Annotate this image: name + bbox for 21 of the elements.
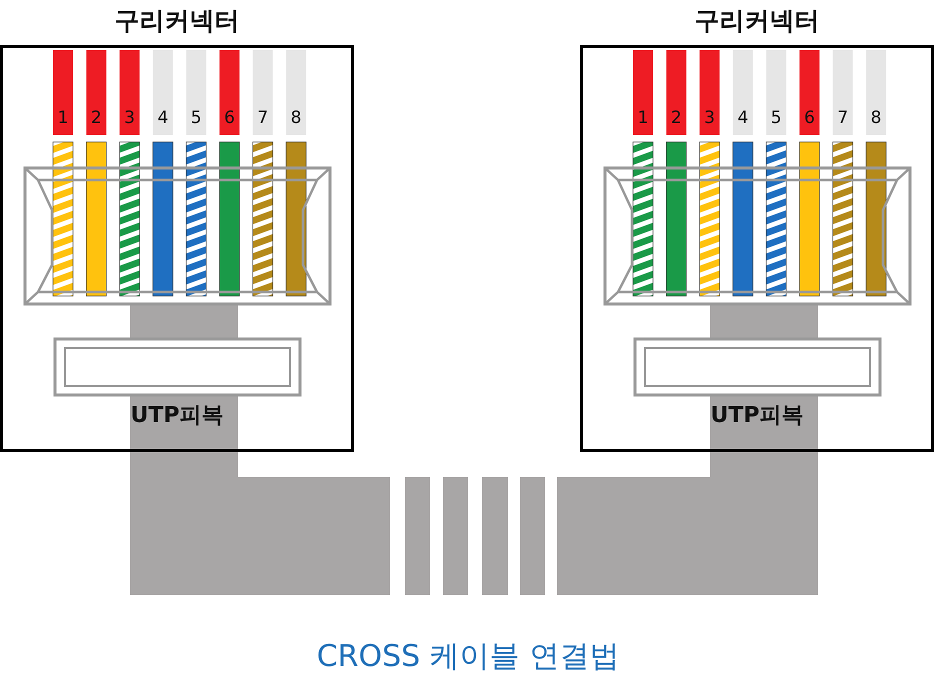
- pin-number: 5: [770, 108, 783, 128]
- pin-number: 1: [56, 108, 70, 128]
- connector-heading: 구리커넥터: [694, 5, 820, 37]
- pin-number: 6: [803, 108, 816, 128]
- pin-number: 8: [870, 108, 882, 128]
- pin-number: 6: [223, 108, 236, 128]
- connector-heading: 구리커넥터: [114, 5, 240, 37]
- pin-number: 3: [703, 108, 716, 128]
- pin-number: 7: [836, 108, 850, 128]
- pin-number: 4: [736, 108, 750, 128]
- pin-number: 5: [190, 108, 203, 128]
- cable-jacket-label: UTP피복: [710, 402, 804, 430]
- pin-number: 4: [156, 108, 170, 128]
- cable-jacket-label: UTP피복: [130, 402, 224, 430]
- pin-number: 2: [670, 108, 683, 128]
- pin-number: 3: [123, 108, 136, 128]
- pin-number: 2: [90, 108, 103, 128]
- pin-number: 8: [290, 108, 302, 128]
- pin-number: 7: [256, 108, 270, 128]
- pin-number: 1: [636, 108, 650, 128]
- caption: CROSS 케이블 연결법: [316, 638, 620, 676]
